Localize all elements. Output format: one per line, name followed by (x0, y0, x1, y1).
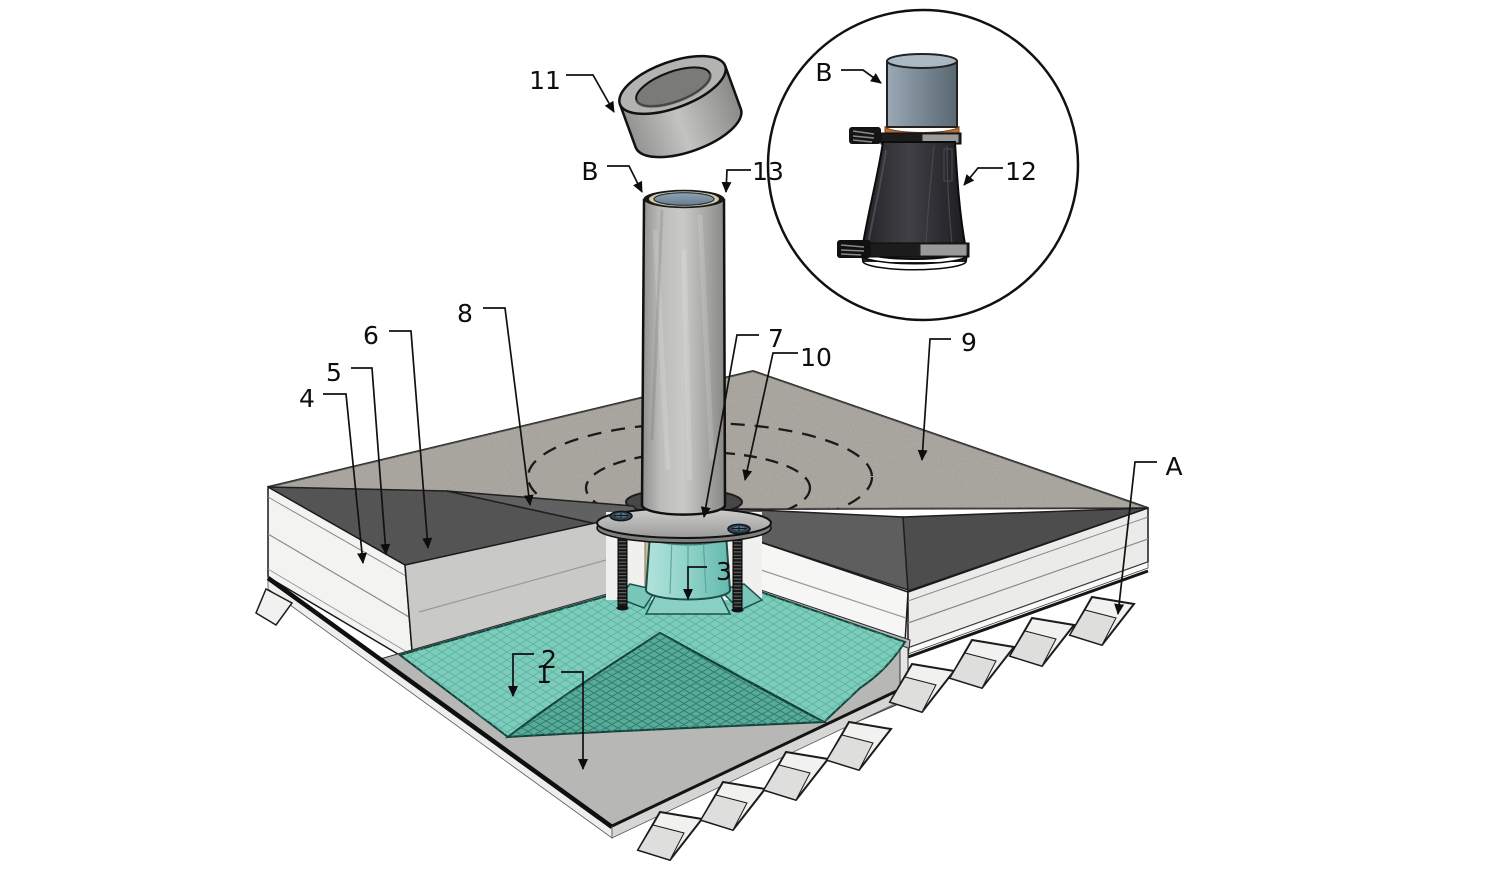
callout-1-leader (561, 671, 588, 770)
callout-A-leader (1114, 461, 1157, 615)
callout-5-leader (351, 367, 391, 555)
mounting-flange (596, 507, 772, 544)
callout-10-label: 10 (800, 343, 832, 372)
steel-pipe (640, 189, 727, 516)
callout-B-label: B (581, 157, 598, 186)
callout-2-label: 2 (541, 645, 557, 674)
pipe-cap (618, 54, 743, 159)
callout-3-leader (683, 566, 707, 600)
callout-9-leader (917, 338, 951, 461)
inset-callout-12-leader (963, 167, 1003, 186)
callout-13-leader (721, 169, 751, 193)
threaded-rods (616, 530, 744, 613)
inset-callout-12-label: 12 (1005, 157, 1037, 186)
callout-11-leader (566, 74, 615, 113)
callout-A-label: A (1165, 452, 1182, 481)
callout-6-leader (389, 330, 433, 549)
callout-4-leader (323, 393, 367, 564)
inset-clamp-lower (837, 240, 970, 258)
callout-1-label: 1 (536, 660, 552, 689)
callout-2-leader (508, 653, 534, 697)
insulation-outer-face-right (907, 506, 1149, 659)
callout-6-label: 6 (363, 321, 379, 350)
inset-boot-base (860, 253, 969, 271)
callout-leaders (323, 69, 1157, 770)
callout-8-label: 8 (457, 299, 473, 328)
deck-edge-right (611, 644, 909, 839)
callout-B-leader (607, 165, 643, 193)
callout-10-leader (742, 352, 798, 481)
inset-pipe (886, 53, 958, 128)
callout-11-label: 11 (529, 66, 561, 95)
callout-9-label: 9 (961, 328, 977, 357)
callout-4-label: 4 (299, 384, 315, 413)
callout-labels: 11 B 13 8 6 5 4 7 10 9 A 3 2 1 B 12 (299, 58, 1183, 689)
insulation-outer-face-left (267, 485, 414, 665)
callout-13-label: 13 (752, 157, 784, 186)
pipe-top-rim (643, 189, 725, 209)
inset-rubber-boot (860, 141, 968, 260)
inset-callout-B-label: B (815, 58, 832, 87)
flange-screw (727, 523, 751, 535)
pipe-inner-disc (653, 192, 715, 206)
callout-7-leader (700, 334, 759, 518)
membrane-flap (504, 631, 828, 739)
callout-5-label: 5 (326, 358, 342, 387)
detail-inset (766, 8, 1080, 322)
inset-callout-B-leader (841, 69, 882, 84)
flange-screw (609, 510, 633, 522)
callout-8-leader (483, 307, 534, 506)
deck-edge-left (255, 576, 614, 839)
hidden-outline-dashed-circles (526, 421, 874, 509)
callout-3-label: 3 (716, 557, 732, 586)
callout-7-label: 7 (768, 324, 784, 353)
